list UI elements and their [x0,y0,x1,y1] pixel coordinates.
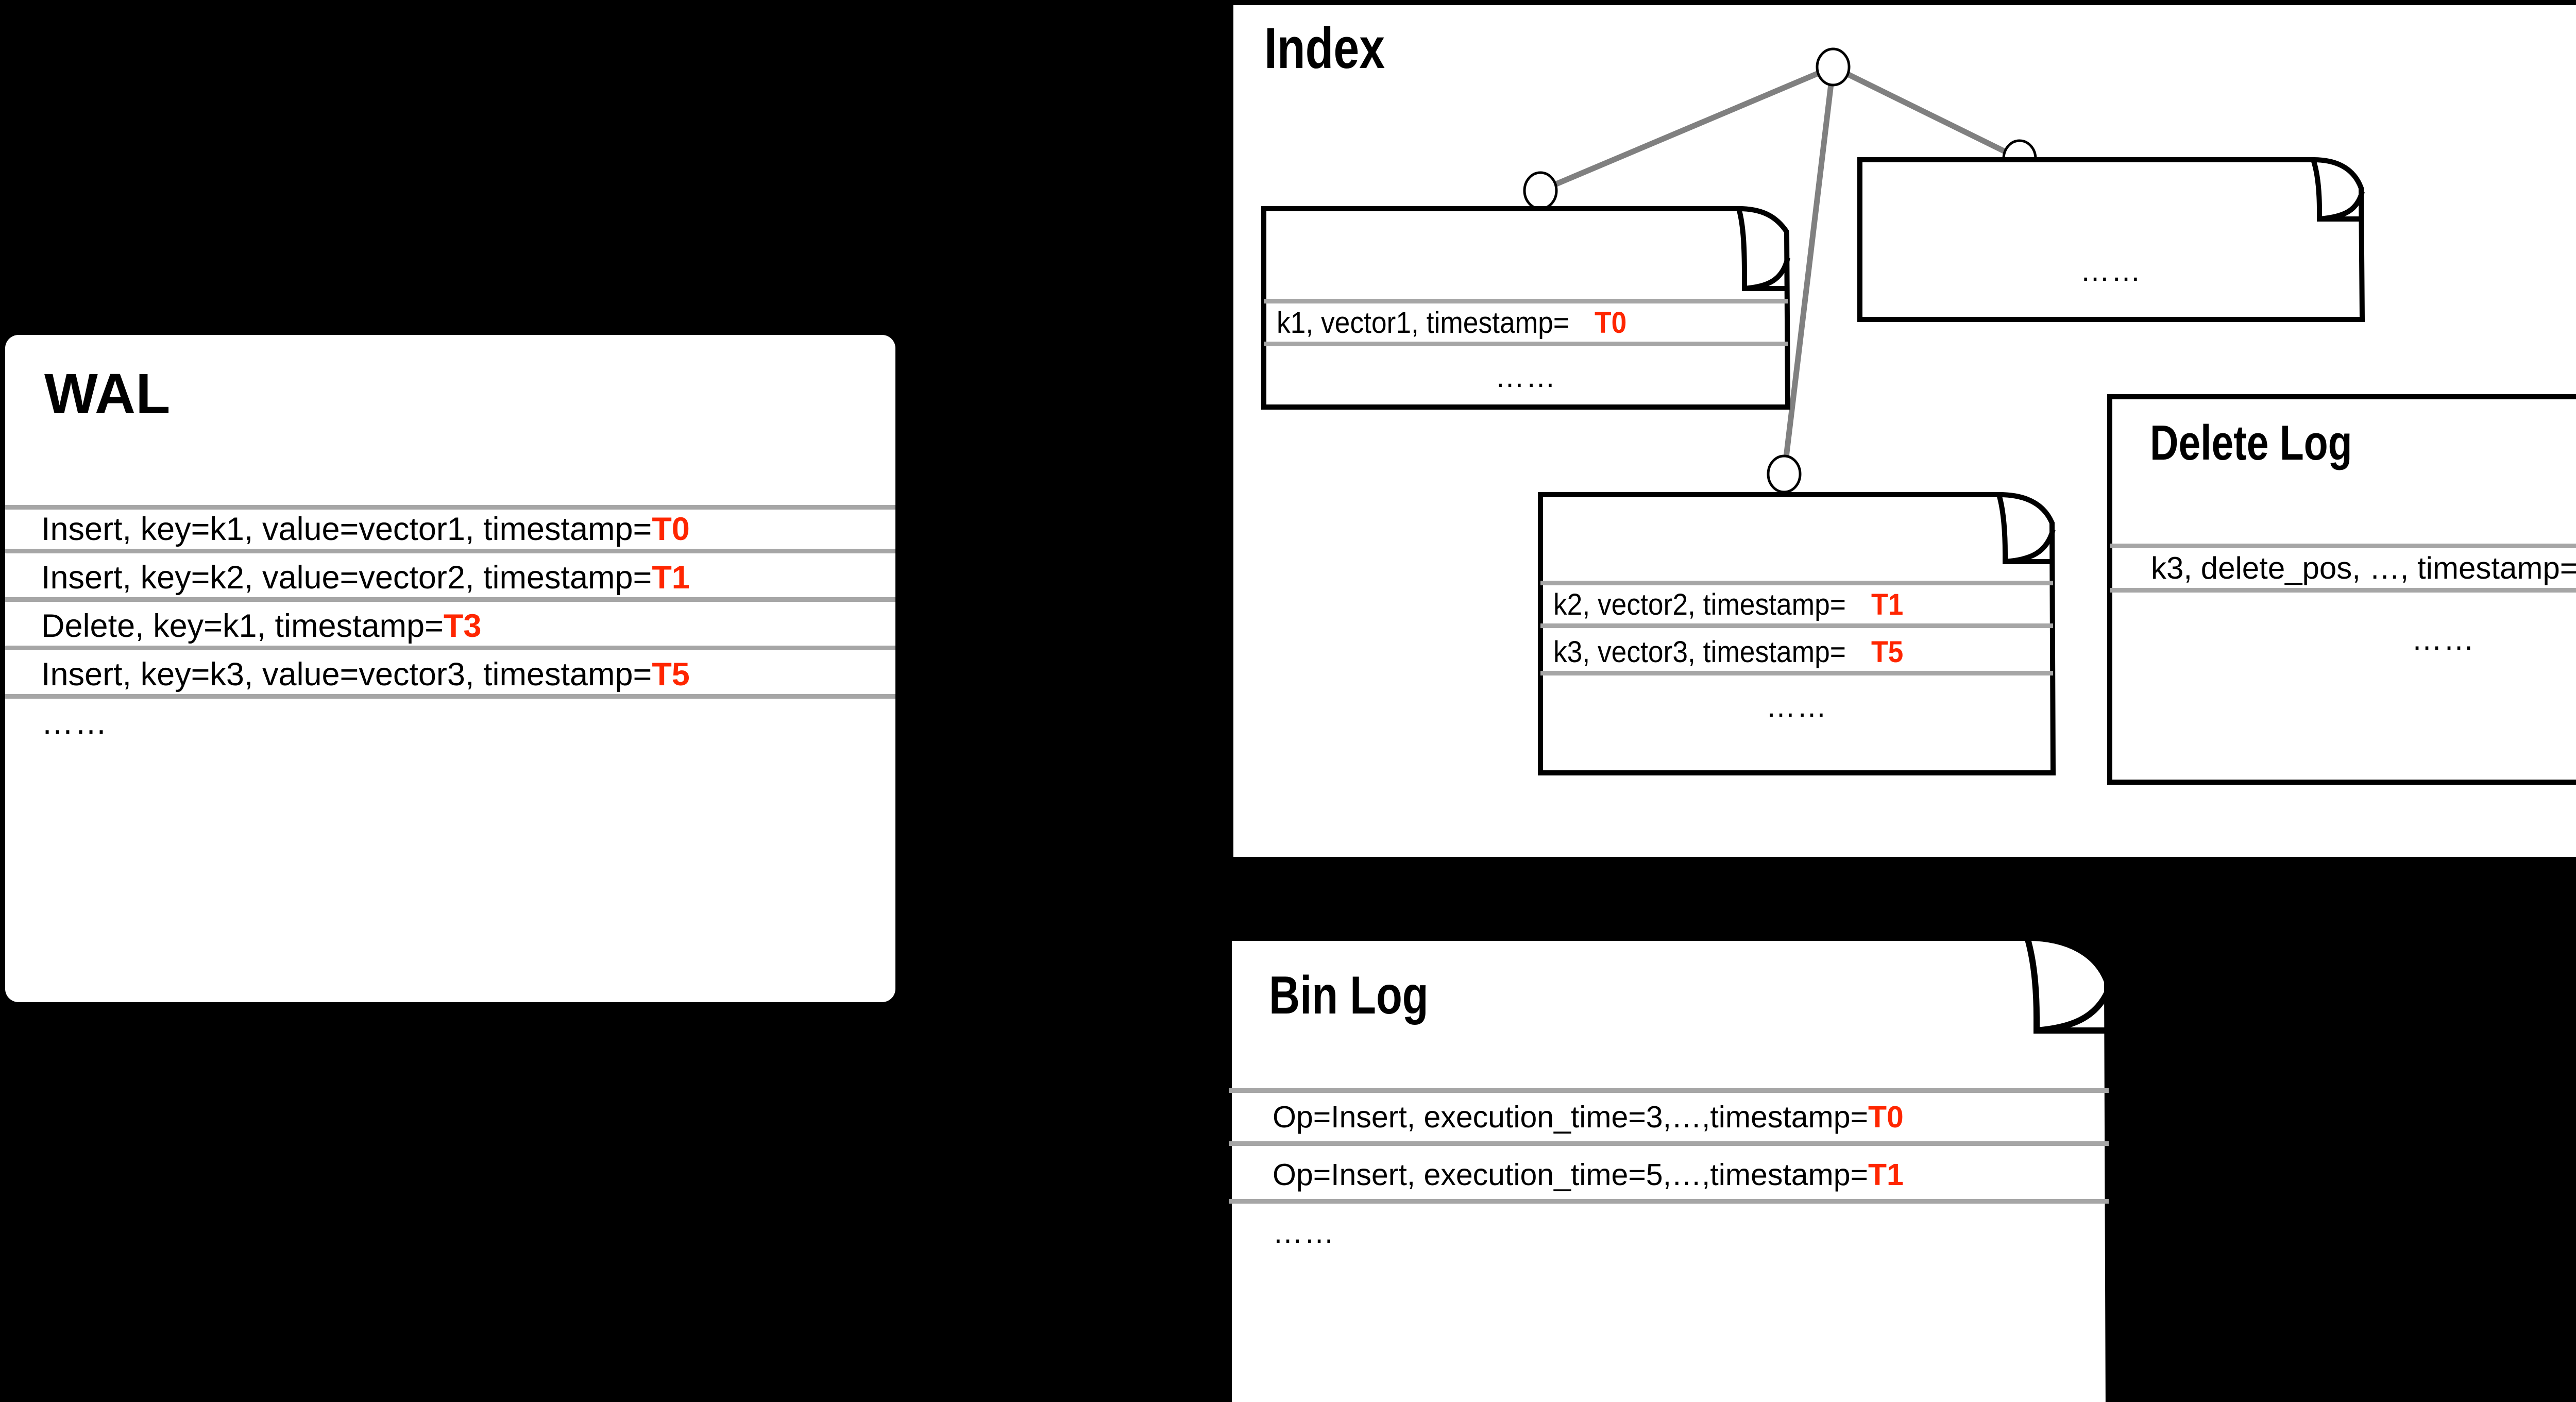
index-row-text: k3, vector3, timestamp= [1553,635,1846,669]
delete-log-row-text: …… [2411,621,2476,656]
wal-entry-text: Insert, key=k1, value=vector1, timestamp… [41,511,652,547]
index-row: k3, vector3, timestamp= T5 [1540,628,2053,675]
index-title: Index [1264,16,1385,80]
index-row: …… [1264,346,1788,407]
bin-log-entry-text: Op=Insert, execution_time=5,…,timestamp= [1273,1158,1868,1192]
delete-log-title: Delete Log [2150,415,2352,470]
wal-entry-row: Delete, key=k1, timestamp=T3 [5,602,895,650]
wal-entry-text: Insert, key=k2, value=vector2, timestamp… [41,560,652,596]
wal-entry-timestamp: T3 [443,608,482,644]
wal-entry-text: Insert, key=k3, value=vector3, timestamp… [41,656,652,692]
index-row: k2, vector2, timestamp= T1 [1540,581,2053,628]
bin-log-title: Bin Log [1269,966,1429,1025]
wal-entry-row: Insert, key=k2, value=vector2, timestamp… [5,553,895,602]
wal-entry-row: Insert, key=k1, value=vector1, timestamp… [5,505,895,553]
index-row-text: …… [1766,689,1828,723]
bin-log-entry-row: Op=Insert, execution_time=5,…,timestamp=… [1229,1146,2109,1204]
wal-panel: WAL Insert, key=k1, value=vector1, times… [5,335,895,1002]
index-row-text: …… [1495,360,1557,394]
index-segment-mid: k2, vector2, timestamp= T1 k3, vector3, t… [1540,495,2053,773]
delete-log-row-text: k3, delete_pos, …, timestamp= [2151,551,2576,585]
index-row: k1, vector1, timestamp= T0 [1264,299,1788,346]
index-row-text: k1, vector1, timestamp= [1277,306,1569,340]
bin-log-entry-text: Op=Insert, execution_time=3,…,timestamp= [1273,1100,1868,1134]
delete-log-row: k3, delete_pos, …, timestamp=T3 [2110,544,2576,593]
wal-entry-timestamp: T5 [652,656,690,692]
index-row-timestamp: T5 [1871,635,1904,669]
bin-log-entry-timestamp: T0 [1868,1100,1904,1134]
wal-entry-row: Insert, key=k3, value=vector3, timestamp… [5,650,895,699]
index-segment-right: …… [1860,160,2362,319]
index-row: …… [1860,247,2362,294]
index-row: …… [1540,675,2053,737]
bin-log-entry-text: …… [1273,1215,1335,1249]
bin-log-panel: Bin Log Op=Insert, execution_time=3,…,ti… [1229,938,2109,1402]
wal-entry-timestamp: T1 [652,560,690,596]
wal-entry-timestamp: T0 [652,511,690,547]
index-row-timestamp: T1 [1871,587,1904,621]
bin-log-entry-row: Op=Insert, execution_time=3,…,timestamp=… [1229,1088,2109,1146]
index-segment-left: k1, vector1, timestamp= T0 …… [1264,209,1788,407]
index-row-timestamp: T0 [1595,306,1627,340]
index-row-text: …… [2080,254,2142,288]
index-row-text: k2, vector2, timestamp= [1553,587,1846,621]
wal-title: WAL [44,362,171,426]
delete-log-row: …… [2110,593,2576,685]
delete-log: Delete Log k3, delete_pos, …, timestamp=… [2110,397,2576,782]
bin-log-entry-timestamp: T1 [1868,1158,1904,1192]
wal-entry-text: …… [41,705,108,741]
bin-log-entry-row: …… [1229,1204,2109,1261]
wal-entry-row: …… [5,699,895,747]
wal-entry-text: Delete, key=k1, timestamp= [41,608,444,644]
